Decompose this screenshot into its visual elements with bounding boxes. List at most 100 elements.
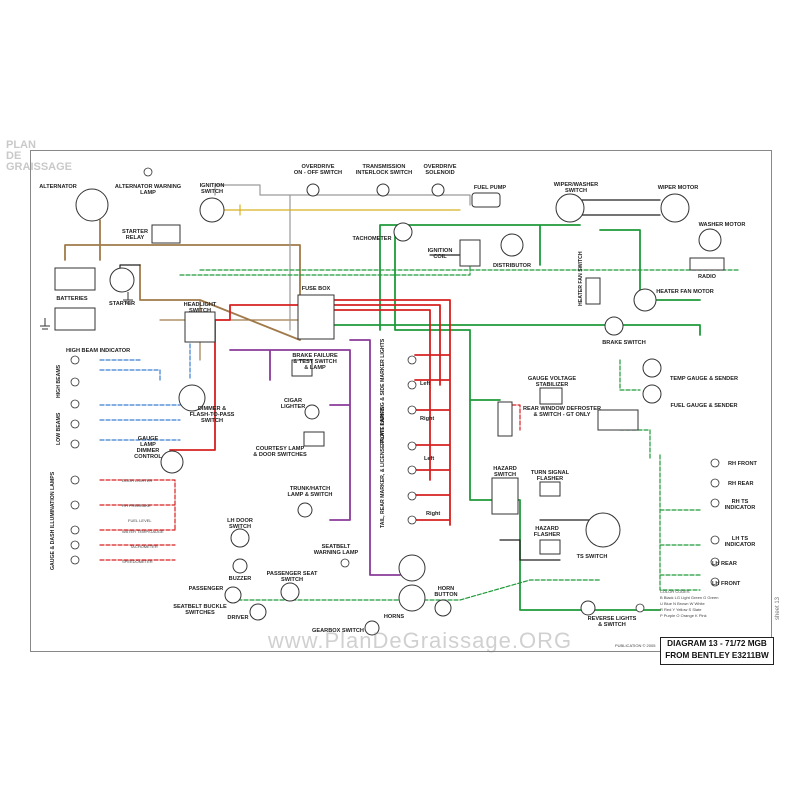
label-ignition: IGNITION (200, 183, 225, 189)
ground-icon (40, 318, 50, 330)
wire-gray-ignition (214, 184, 471, 331)
diagram-title: DIAGRAM 13 - 71/72 MGB (667, 639, 767, 648)
label-alternator: ALTERNATOR (39, 184, 77, 190)
rear-defroster-icon (597, 409, 639, 431)
lamp-icon (70, 419, 80, 429)
hazard-switch-icon (491, 477, 519, 515)
courtesy-lamp-icon (303, 431, 325, 447)
label-headlight-switch-2: SWITCH (189, 308, 211, 314)
label-wiper-switch-2: SWITCH (565, 188, 587, 194)
label-pass-seat: PASSENGER SEAT (267, 571, 318, 577)
label-driver: DRIVER (227, 615, 248, 621)
solenoid-icon (431, 183, 445, 197)
color-code-row: U Blue N Brown W White (660, 601, 705, 606)
diagram-title-box: DIAGRAM 13 - 71/72 MGB FROM BENTLEY E321… (660, 637, 774, 665)
lamp-icon (407, 515, 417, 525)
lamp-icon (70, 500, 80, 510)
label-rear-defrost: REAR WINDOW DEFROSTER (523, 406, 601, 412)
lamp-icon (407, 441, 417, 451)
battery-icon (54, 307, 96, 331)
lamp-icon (710, 498, 720, 508)
label-lh-door-2: SWITCH (229, 524, 251, 530)
headlight-switch-icon (184, 311, 216, 343)
label-alt-warning-2: LAMP (140, 190, 156, 196)
label-buzzer: BUZZER (229, 576, 252, 582)
turn-flasher-icon (539, 481, 561, 497)
battery-icon (54, 267, 96, 291)
label-lh-ts-2: INDICATOR (725, 542, 756, 548)
wire-yellow-ignition (219, 204, 461, 216)
defroster-switch-icon (497, 401, 513, 437)
starter-relay-icon (151, 224, 181, 244)
logo-line-2: DE (6, 150, 22, 162)
label-solenoid-2: SOLENOID (425, 170, 454, 176)
label-pass-seat-2: SWITCH (281, 577, 303, 583)
label-right-1: Right (420, 416, 434, 422)
label-heater-fan-motor: HEATER FAN MOTOR (656, 289, 714, 295)
lamp-icon (70, 355, 80, 365)
label-high-beams: HIGH BEAMS (56, 364, 62, 398)
radio-icon (689, 257, 725, 271)
label-horns: HORNS (384, 614, 404, 620)
label-buckle: SEATBELT BUCKLE (173, 604, 227, 610)
diagram-frame (30, 150, 772, 652)
label-gearbox: GEARBOX SWITCH (312, 628, 364, 634)
ground-icon (123, 292, 133, 304)
label-dimmer: DIMMER & (198, 406, 226, 412)
label-starter-relay-2: RELAY (126, 235, 145, 241)
label-gauge-dimmer-3: DIMMER (137, 448, 160, 454)
hazard-flasher-icon (539, 539, 561, 555)
lamp-icon (710, 478, 720, 488)
label-brake-failure-2: & TEST SWITCH (293, 359, 337, 365)
trunk-lamp-icon (297, 502, 313, 518)
left-bulb-column (70, 355, 80, 565)
label-temp-gauge: TEMP GAUGE & SENDER (670, 376, 738, 382)
label-wiper-switch: WIPER/WASHER (554, 182, 598, 188)
label-batteries: BATTERIES (56, 296, 88, 302)
alternator-icon (75, 188, 109, 222)
label-courtesy: COURTESY LAMP (256, 446, 305, 452)
brake-switch-icon (604, 316, 624, 336)
label-low-beams: LOW BEAMS (56, 412, 62, 445)
label-gauge-dimmer-4: CONTROL (134, 454, 162, 460)
temp-gauge-icon (642, 358, 662, 378)
label-seatbelt-2: WARNING LAMP (314, 550, 359, 556)
label-hazard-switch-2: SWITCH (494, 472, 516, 478)
label-door-light: DOOR LIGHTER (122, 478, 153, 483)
publisher-credit: PUBLICATION © 2005 (615, 643, 656, 648)
label-rh-ts-2: INDICATOR (725, 505, 756, 511)
wire-purple-accessory (229, 339, 401, 576)
label-ignition-2: SWITCH (201, 189, 223, 195)
lamp-icon (710, 535, 720, 545)
label-lh-ts: LH TS (732, 536, 748, 542)
lamp-icon (70, 475, 80, 485)
wire-red-lighting (169, 299, 451, 526)
reverse-switch-icon (580, 600, 596, 616)
diagram-subtitle: FROM BENTLEY E3211BW (665, 651, 769, 660)
lamp-icon (407, 380, 417, 390)
label-high-beam-indicator: HIGH BEAM INDICATOR (66, 348, 130, 354)
label-courtesy-2: & DOOR SWITCHES (253, 452, 307, 458)
label-overdrive: OVERDRIVE (302, 164, 335, 170)
right-bulb-column (635, 458, 720, 613)
label-horn-button-2: BUTTON (434, 592, 457, 598)
label-fuse-box: FUSE BOX (302, 286, 331, 292)
heater-fan-switch-icon (585, 277, 601, 305)
color-code-row: B Black LG Light Green G Green (660, 595, 718, 600)
color-code-heading: COLOR CODES (660, 589, 690, 594)
label-gauge-dimmer-2: LAMP (140, 442, 156, 448)
lamp-icon (70, 439, 80, 449)
wire-black (119, 199, 661, 561)
gearbox-switch-icon (364, 620, 380, 636)
label-alt-warning: ALTERNATOR WARNING (115, 184, 181, 190)
tachometer-icon (393, 222, 413, 242)
distributor-icon (500, 233, 524, 257)
gauge-dimmer-icon (160, 450, 184, 474)
wire-brown-main (64, 219, 301, 341)
wiper-motor-icon (660, 193, 690, 223)
label-hazard-flasher-2: FLASHER (534, 532, 560, 538)
label-hazard-flasher: HAZARD (535, 526, 559, 532)
label-hazard-switch: HAZARD (493, 466, 517, 472)
label-left-1: Left (420, 381, 430, 387)
